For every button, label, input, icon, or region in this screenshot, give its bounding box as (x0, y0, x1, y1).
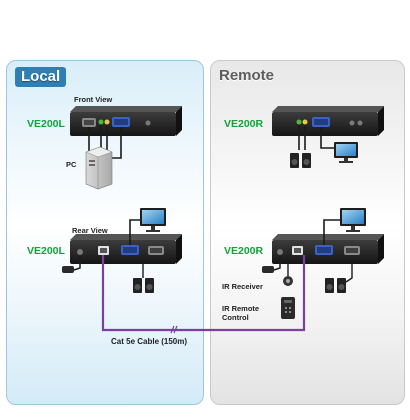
ir-receiver-label: IR Receiver (222, 282, 263, 291)
power-adapter-icon (262, 255, 281, 273)
rear-view-label: Rear View (72, 226, 108, 235)
remote-model-rear: VE200R (224, 245, 264, 257)
audio-jack-icon (98, 119, 104, 125)
local-model-front: VE200L (27, 118, 65, 130)
monitor-icon (140, 208, 166, 232)
local-model-rear: VE200L (27, 245, 65, 257)
ir-remote-icon (281, 297, 295, 319)
local-rear-device (70, 234, 182, 264)
remote-rear-device (272, 234, 384, 264)
speakers-icon (325, 278, 346, 293)
pc-label: PC (66, 160, 77, 169)
remote-model-front: VE200R (224, 118, 264, 130)
power-jack-icon (77, 249, 83, 255)
led-icon (349, 120, 355, 126)
ir-remote-label-2: Control (222, 313, 249, 322)
cable-label: Cat 5e Cable (150m) (111, 337, 188, 346)
remote-title: Remote (219, 67, 275, 84)
local-front-device (70, 106, 182, 136)
led-icon (145, 120, 151, 126)
audio-jack-icon (296, 119, 302, 125)
front-view-label: Front View (74, 95, 113, 104)
remote-front-device (272, 106, 384, 136)
ir-receiver-icon (283, 264, 293, 286)
speakers-icon (290, 153, 311, 168)
monitor-icon (340, 208, 366, 232)
cat5e-cable (101, 255, 306, 334)
power-adapter-icon (62, 255, 81, 273)
pc-icon (85, 146, 113, 190)
speakers-icon (133, 278, 154, 293)
power-jack-icon (277, 249, 283, 255)
local-title: Local (15, 67, 67, 87)
monitor-icon (334, 142, 358, 163)
ir-remote-label-1: IR Remote (222, 304, 260, 313)
led-icon (357, 120, 363, 126)
